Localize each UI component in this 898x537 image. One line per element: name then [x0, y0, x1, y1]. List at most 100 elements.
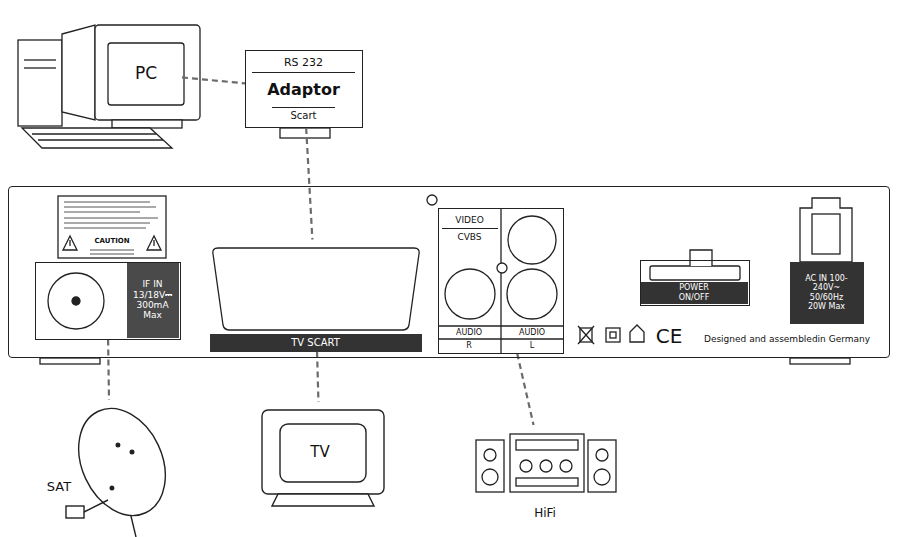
dish-drawing: [66, 506, 84, 518]
av-outputs: VIDEOCVBSAUDIOAUDIORL: [438, 208, 564, 354]
panel-details: [64, 223, 150, 224]
computer-drawing: [62, 25, 95, 120]
panel-details: [64, 218, 158, 219]
hifi-drawing: [560, 460, 572, 472]
node-label: TV SCART: [210, 334, 422, 352]
computer-drawing: [22, 128, 172, 148]
panel-details: [147, 236, 161, 250]
node-label: L: [503, 340, 562, 352]
panel-details: [438, 325, 564, 326]
hifi-drawing: [588, 440, 616, 492]
panel-details: [63, 236, 77, 250]
panel-details: [578, 326, 594, 344]
scart-plug: [280, 128, 330, 138]
computer-drawing: [24, 59, 56, 60]
node-label: VIDEO: [442, 214, 498, 229]
node-label: PC: [110, 45, 182, 103]
rs232-adaptor: RS 232AdaptorScart: [245, 50, 363, 128]
panel-details: [48, 273, 104, 329]
panel-details: [610, 332, 616, 338]
tv-drawing: [272, 494, 374, 506]
scart-socket: TV SCART: [210, 240, 422, 352]
television: TV: [255, 402, 385, 514]
panel-details: [606, 328, 620, 342]
panel-details: [508, 216, 556, 264]
panel-details: [58, 196, 166, 258]
node-label: TV: [282, 425, 358, 481]
computer-drawing: [38, 139, 163, 140]
panel-details: [500, 208, 501, 354]
node-label: AUDIO: [440, 327, 499, 339]
hifi-drawing: [596, 449, 608, 461]
node-label: SAT: [40, 478, 78, 496]
cable-line: [517, 354, 533, 426]
node-label: IF IN 13/18V⎓ 300mA Max: [127, 263, 179, 338]
computer-drawing: [24, 67, 56, 68]
hifi-drawing: [476, 440, 504, 492]
panel-details: [90, 250, 134, 251]
dish-drawing: [110, 486, 114, 490]
panel-details: [64, 207, 156, 208]
panel-details: [650, 266, 740, 280]
cable-line: [107, 340, 110, 401]
computer-drawing: [18, 40, 62, 126]
panel-details: [800, 198, 852, 262]
panel-details: [578, 326, 594, 344]
cable-line: [317, 352, 318, 403]
panel-details: [64, 212, 140, 213]
mains-input: AC IN 100-240V~ 50/60Hz 20W Max: [790, 232, 864, 324]
panel-details: [812, 214, 840, 254]
node-label: AC IN 100-240V~ 50/60Hz 20W Max: [790, 262, 864, 324]
panel-details: [507, 269, 557, 319]
node-label: R: [440, 340, 499, 352]
rear-panel: Designed and assembledin GermanyIF IN 13…: [8, 186, 890, 358]
panel-details: [40, 358, 100, 364]
hifi-system: HiFi: [470, 425, 620, 525]
tv-drawing: [262, 410, 384, 506]
warning-text: CAUTION: [82, 235, 142, 246]
dish-drawing: [130, 450, 134, 454]
computer-drawing: [108, 43, 184, 105]
panel-details: [69, 240, 70, 246]
node-label: RS 232: [252, 54, 355, 73]
panel-details: [790, 358, 850, 364]
dish-drawing: [62, 394, 182, 529]
node-label: Scart: [272, 107, 335, 124]
panel-details: [497, 263, 507, 273]
panel-details: [90, 254, 134, 255]
panel-details: [64, 202, 158, 254]
hifi-drawing: [482, 469, 498, 485]
node-label: AUDIO: [503, 327, 562, 339]
tv-drawing: [262, 410, 384, 494]
if-input: IF IN 13/18V⎓ 300mA Max: [35, 262, 181, 340]
dish-drawing: [62, 394, 182, 537]
scart-plug: [280, 128, 330, 138]
panel-details: [438, 338, 564, 339]
computer-drawing: [112, 120, 182, 128]
computer: PC: [110, 45, 182, 103]
hifi-drawing: [540, 460, 552, 472]
panel-details: [445, 269, 495, 319]
node-label: HiFi: [470, 505, 620, 523]
computer-drawing: [32, 133, 156, 134]
hifi-drawing: [516, 478, 578, 486]
power-switch: POWER ON/OFF: [640, 260, 750, 306]
satellite-dish: SAT: [40, 400, 180, 532]
dish-drawing: [84, 500, 108, 512]
node-label: CVBS: [442, 230, 498, 245]
hifi-drawing: [516, 440, 578, 450]
panel-details: [427, 195, 437, 205]
node-label: POWER ON/OFF: [641, 282, 748, 304]
panel-details: [64, 228, 146, 229]
cable-line: [306, 128, 312, 240]
hifi-drawing: [520, 460, 532, 472]
computer-drawing: [18, 25, 200, 148]
hifi-drawing: [476, 434, 616, 492]
cable-line: [182, 77, 245, 83]
panel-details: [72, 297, 80, 305]
hifi-drawing: [594, 469, 610, 485]
panel-details: [690, 250, 712, 266]
ce-mark: CE: [652, 324, 686, 348]
tv-drawing: [280, 424, 366, 482]
